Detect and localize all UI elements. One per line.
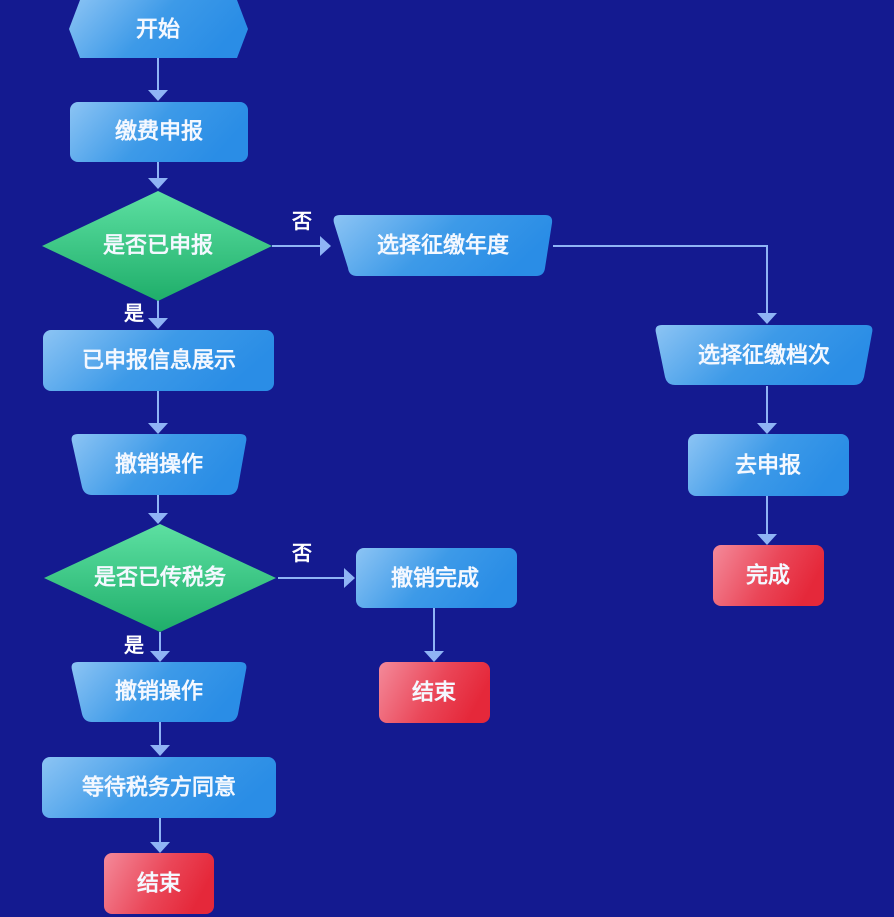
node-declare-payment[interactable]: 缴费申报: [70, 102, 248, 162]
trapezoid-shape: [71, 662, 247, 722]
node-label: 撤销操作: [115, 452, 203, 478]
terminal-shape: [104, 853, 214, 914]
node-complete[interactable]: 完成: [713, 545, 824, 606]
arrow-head: [320, 236, 331, 256]
arrow-head: [757, 313, 777, 324]
arrow-head: [757, 534, 777, 545]
node-start[interactable]: 开始: [69, 0, 248, 58]
node-select-year[interactable]: 选择征缴年度: [333, 215, 553, 276]
arrow-head: [150, 745, 170, 756]
process-shape: [356, 548, 517, 608]
node-end-right[interactable]: 结束: [379, 662, 490, 723]
node-is-declared[interactable]: 是否已申报: [42, 191, 272, 301]
node-label: 是否已传税务: [94, 565, 227, 591]
edge-label-yes: 是: [123, 633, 144, 657]
terminal-shape: [379, 662, 490, 723]
node-label: 是否已申报: [103, 234, 213, 259]
trapezoid-shape: [655, 325, 873, 385]
process-shape: [688, 434, 849, 496]
node-select-tier[interactable]: 选择征缴档次: [655, 325, 873, 385]
node-cancel-operation-1[interactable]: 撤销操作: [71, 434, 247, 495]
arrow-head: [344, 568, 355, 588]
node-label: 去申报: [735, 454, 801, 479]
arrow-head: [150, 842, 170, 853]
node-label: 撤销操作: [115, 679, 203, 705]
node-go-declare[interactable]: 去申报: [688, 434, 849, 496]
process-shape: [70, 102, 248, 162]
node-cancel-operation-2[interactable]: 撤销操作: [71, 662, 247, 722]
arrow-head: [148, 318, 168, 329]
node-cancel-done[interactable]: 撤销完成: [356, 548, 517, 608]
edge-label-no: 否: [291, 541, 312, 565]
node-label: 选择征缴年度: [377, 233, 510, 259]
arrow-head: [757, 423, 777, 434]
connectors: [148, 58, 777, 853]
arrow-head: [148, 513, 168, 524]
trapezoid-shape: [71, 434, 247, 495]
edge-label-yes: 是: [123, 301, 144, 325]
arrow-head: [148, 423, 168, 434]
process-shape: [42, 757, 276, 818]
node-label: 开始: [136, 17, 180, 43]
decision-shape: [44, 524, 276, 632]
process-shape: [43, 330, 274, 391]
terminal-shape: [713, 545, 824, 606]
arrow-head: [148, 90, 168, 101]
node-is-sent-to-tax[interactable]: 是否已传税务: [44, 524, 276, 632]
node-label: 等待税务方同意: [82, 775, 236, 801]
node-show-declared-info[interactable]: 已申报信息展示: [43, 330, 274, 391]
edge-selectyear-selecttier: [553, 245, 768, 314]
node-label: 选择征缴档次: [698, 343, 830, 369]
node-label: 结束: [137, 871, 182, 897]
node-label: 已申报信息展示: [82, 348, 236, 374]
trapezoid-shape: [333, 215, 553, 276]
node-label: 结束: [412, 680, 457, 706]
node-label: 缴费申报: [115, 119, 203, 145]
node-label: 完成: [746, 563, 790, 589]
edge-label-no: 否: [291, 209, 312, 233]
arrow-head: [150, 651, 170, 662]
node-wait-tax-agree[interactable]: 等待税务方同意: [42, 757, 276, 818]
node-label: 撤销完成: [391, 566, 479, 592]
arrow-head: [424, 651, 444, 662]
arrow-head: [148, 178, 168, 189]
hexagon-shape: [69, 0, 248, 58]
node-end-left[interactable]: 结束: [104, 853, 214, 914]
decision-shape: [42, 191, 272, 301]
